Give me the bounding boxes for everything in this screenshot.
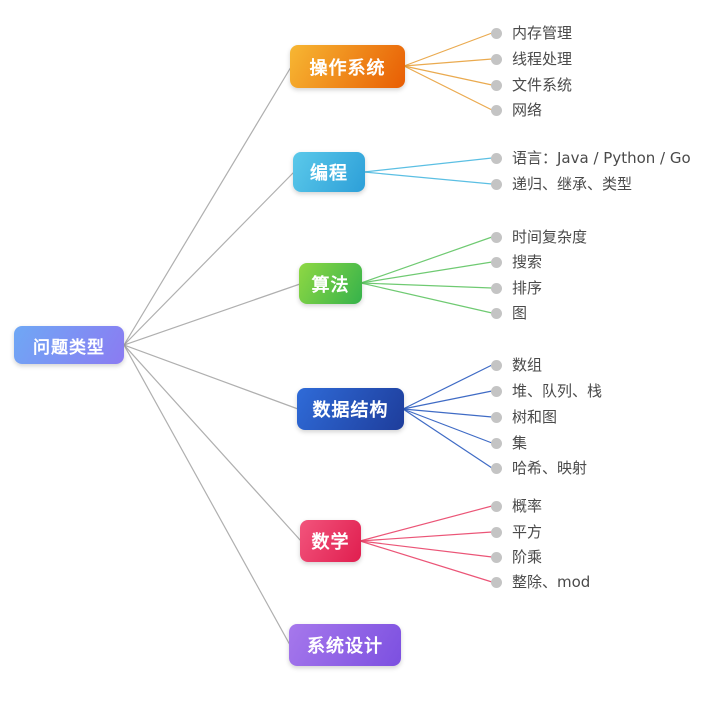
branch-node-algorithms[interactable]: 算法 [299,263,362,304]
branch-connector [403,58,493,67]
leaf-label: 集 [512,434,528,452]
branch-node-label: 系统设计 [307,636,383,657]
leaf-dot-icon [491,282,502,294]
leaf-label: 网络 [512,101,543,119]
leaf-dot-icon [491,576,502,588]
leaf-dot-icon [491,411,502,423]
leaf-dot-icon [491,231,502,243]
leaf-node[interactable]: 整除、mod [491,571,590,593]
leaf-label: 文件系统 [512,76,573,94]
leaf-node[interactable]: 图 [491,302,527,324]
root-node[interactable]: 问题类型 [14,326,124,364]
branch-node-data-structures[interactable]: 数据结构 [297,388,404,430]
branch-node-programming[interactable]: 编程 [293,152,365,192]
leaf-node[interactable]: 文件系统 [491,74,572,96]
root-connector [123,344,291,646]
leaf-label: 堆、队列、栈 [512,382,603,400]
leaf-label: 搜索 [512,253,543,271]
leaf-dot-icon [491,79,502,91]
branch-connector [363,157,493,173]
branch-connector [359,505,493,542]
branch-connector [402,390,493,410]
leaf-label: 语言：Java / Python / Go [512,149,691,167]
root-connector [123,344,299,410]
leaf-node[interactable]: 阶乘 [491,546,542,568]
leaf-dot-icon [491,437,502,449]
leaf-dot-icon [491,178,502,190]
leaf-node[interactable]: 时间复杂度 [491,226,587,248]
branch-node-label: 编程 [310,163,348,184]
leaf-label: 阶乘 [512,548,543,566]
branch-connector [402,364,493,410]
branch-connector [363,171,493,185]
leaf-node[interactable]: 平方 [491,521,542,543]
branch-node-label: 操作系统 [309,57,386,79]
branch-node-label: 数据结构 [312,400,389,421]
leaf-label: 整除、mod [512,573,591,591]
leaf-label: 概率 [512,497,543,515]
leaf-dot-icon [491,256,502,268]
root-connector [123,344,302,542]
branch-connector [403,65,493,86]
branch-connector [360,236,493,284]
branch-connector [403,32,493,67]
branch-connector [359,531,493,542]
root-connector [123,171,295,346]
leaf-dot-icon [491,526,502,538]
leaf-label: 内存管理 [512,24,573,42]
leaf-label: 树和图 [512,408,558,426]
leaf-node[interactable]: 线程处理 [491,48,572,70]
branch-connector [359,540,493,583]
leaf-node[interactable]: 排序 [491,277,542,299]
leaf-dot-icon [491,551,502,563]
leaf-label: 递归、继承、类型 [512,175,633,193]
leaf-dot-icon [491,104,502,116]
leaf-node[interactable]: 哈希、映射 [491,457,587,479]
leaf-label: 哈希、映射 [512,459,588,477]
root-connector [123,283,301,346]
branch-connector [403,65,493,111]
root-node-label: 问题类型 [33,337,105,358]
branch-connector [360,282,493,289]
leaf-node[interactable]: 搜索 [491,251,542,273]
leaf-dot-icon [491,500,502,512]
leaf-dot-icon [491,53,502,65]
leaf-label: 图 [512,304,528,322]
leaf-node[interactable]: 集 [491,432,527,454]
leaf-node[interactable]: 递归、继承、类型 [491,173,632,195]
leaf-node[interactable]: 概率 [491,495,542,517]
leaf-label: 平方 [512,523,543,541]
leaf-label: 时间复杂度 [512,228,588,246]
leaf-dot-icon [491,152,502,164]
leaf-node[interactable]: 堆、队列、栈 [491,380,602,402]
branch-node-math[interactable]: 数学 [300,520,361,562]
leaf-node[interactable]: 网络 [491,99,542,121]
branch-node-operating-system[interactable]: 操作系统 [290,45,405,88]
leaf-label: 线程处理 [512,50,573,68]
branch-connector [359,540,493,558]
leaf-node[interactable]: 树和图 [491,406,557,428]
leaf-label: 排序 [512,279,543,297]
branch-node-label: 算法 [311,274,350,296]
leaf-dot-icon [491,359,502,371]
leaf-node[interactable]: 数组 [491,354,542,376]
branch-connector [402,408,493,444]
leaf-label: 数组 [512,356,543,374]
branch-connector [402,408,493,469]
leaf-dot-icon [491,385,502,397]
branch-connector [360,261,493,284]
leaf-dot-icon [491,462,502,474]
branch-node-system-design[interactable]: 系统设计 [289,624,401,666]
branch-connector [402,408,493,418]
branch-connector [360,282,493,314]
leaf-dot-icon [491,307,502,319]
branch-node-label: 数学 [311,532,350,553]
leaf-node[interactable]: 内存管理 [491,22,572,44]
root-connector [123,66,292,346]
leaf-dot-icon [491,27,502,39]
leaf-node[interactable]: 语言：Java / Python / Go [491,147,691,169]
